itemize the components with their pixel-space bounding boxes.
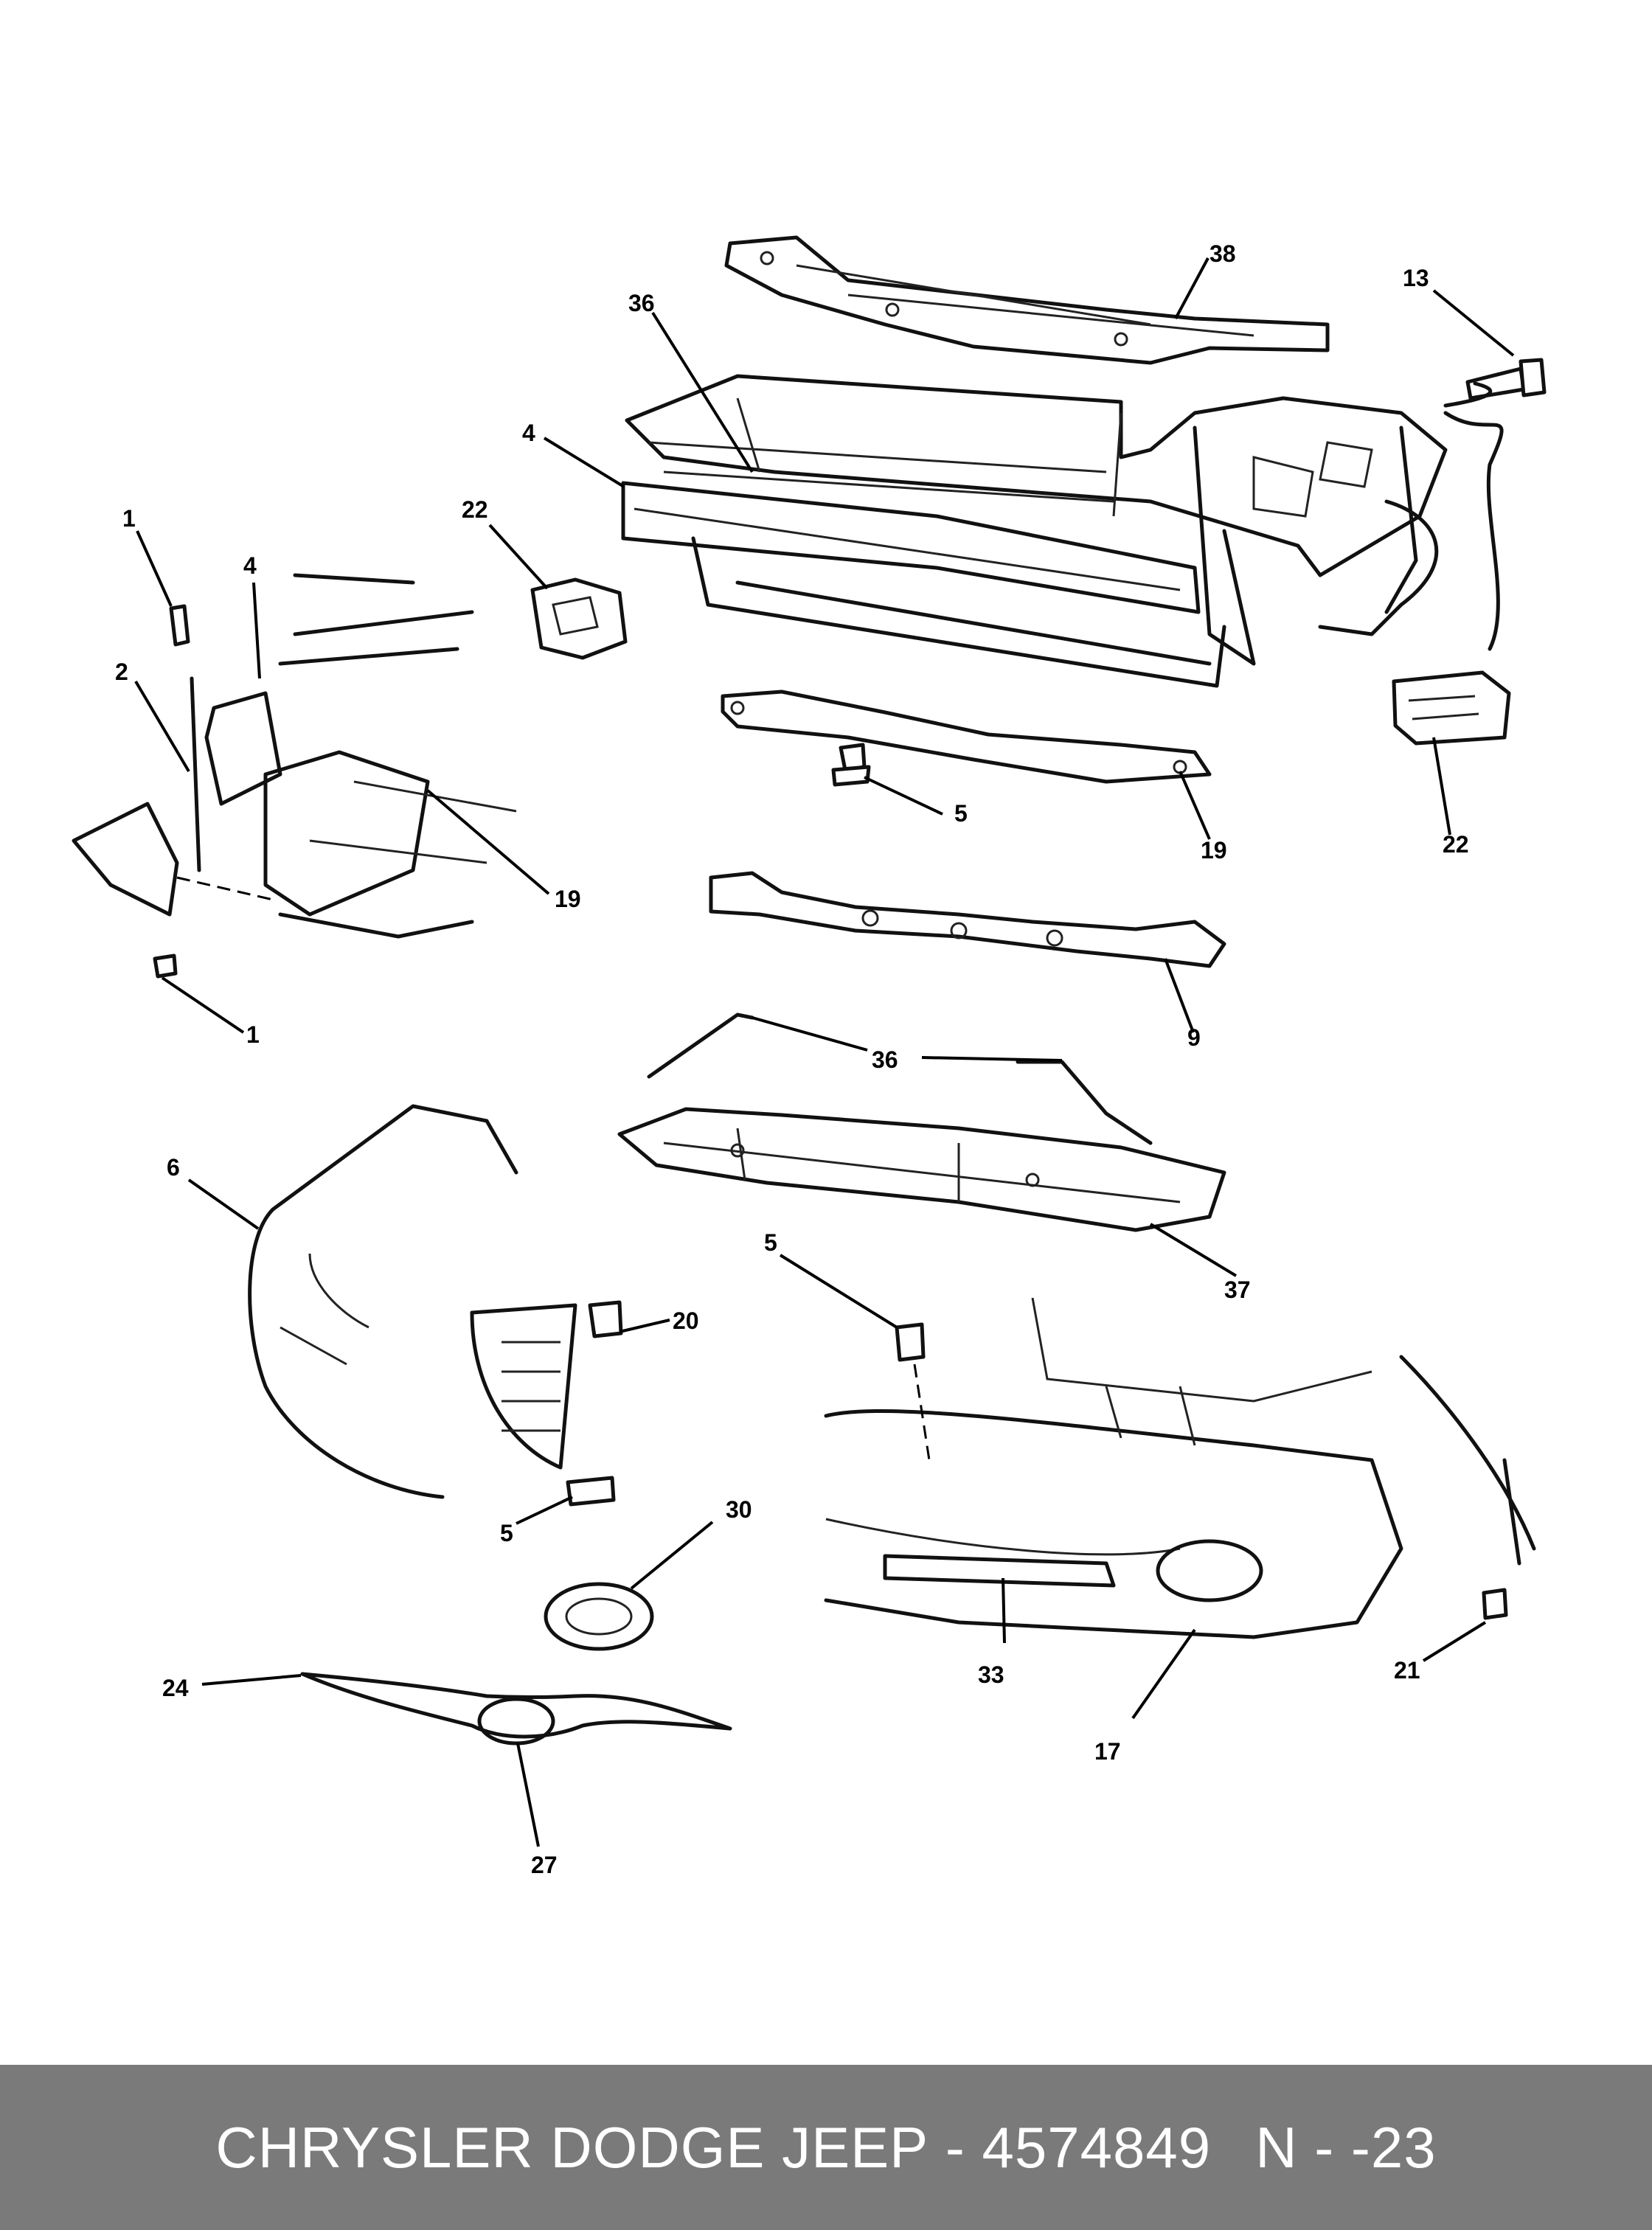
parts-diagram: 38 36 13 4 22 1 4 2 5 19 22 19 1 9 36 6 …: [72, 235, 1547, 1878]
emblem-30: [544, 1582, 654, 1651]
lower-pan-37: [617, 1107, 1226, 1232]
callout-27: 27: [531, 1852, 558, 1878]
radiator-support-structure: [625, 374, 1504, 666]
callout-6: 6: [167, 1154, 180, 1181]
callout-13: 13: [1403, 265, 1429, 291]
callout-1-top: 1: [122, 505, 136, 532]
callout-36-mid: 36: [872, 1046, 898, 1073]
callout-37: 37: [1224, 1276, 1251, 1303]
push-clip-5-upper: [831, 743, 871, 787]
callout-19-left: 19: [555, 886, 581, 912]
footer-banner: CHRYSLER DODGE JEEP - 4574849 N - -23: [0, 2065, 1652, 2230]
front-fascia-17: [824, 1297, 1536, 1639]
callout-5-left: 5: [500, 1520, 513, 1546]
callout-22-right: 22: [1443, 831, 1469, 858]
bumper-isolator-22-right: [1392, 670, 1511, 746]
support-rod-36-left: [647, 1012, 754, 1079]
upper-closure-panel-38: [724, 235, 1330, 365]
callout-labels: 38 36 13 4 22 1 4 2 5 19 22 19 1 9 36 6 …: [115, 240, 1469, 1878]
bracket-9: [709, 871, 1226, 968]
wing-emblem-24: [300, 1672, 732, 1746]
support-rod-36-right: [1016, 1060, 1153, 1145]
bumper-isolator-22-left: [530, 577, 628, 660]
footer-part-number: 4574849: [982, 2114, 1212, 2180]
bumper-reinforcement-4: [621, 481, 1226, 688]
callout-30: 30: [726, 1496, 752, 1523]
callout-20: 20: [673, 1307, 699, 1334]
callout-1-bottom: 1: [246, 1021, 260, 1048]
callout-21: 21: [1394, 1657, 1420, 1684]
callout-4-left: 4: [243, 552, 257, 579]
callout-17: 17: [1094, 1738, 1121, 1765]
callout-22-left: 22: [462, 496, 488, 523]
footer-dash: -: [945, 2114, 965, 2180]
footer-ref-code: N - -23: [1255, 2114, 1437, 2180]
left-inset-shield-assembly: [72, 573, 517, 979]
push-pin-13: [1465, 358, 1547, 400]
callout-33: 33: [978, 1661, 1004, 1688]
callout-9: 9: [1187, 1024, 1201, 1051]
callout-24: 24: [162, 1675, 189, 1701]
callout-19-main: 19: [1201, 837, 1227, 864]
callout-36-top: 36: [628, 290, 655, 316]
callout-5-upper: 5: [954, 800, 968, 827]
callout-5-fascia: 5: [764, 1229, 777, 1256]
callout-4-main: 4: [522, 420, 535, 446]
bracket-19: [721, 690, 1212, 784]
leader-lines: [134, 257, 1515, 1847]
footer-brand: CHRYSLER DODGE JEEP: [215, 2114, 929, 2180]
left-inset-fascia-end: [248, 1104, 623, 1507]
callout-38: 38: [1210, 240, 1236, 267]
callout-2: 2: [115, 659, 128, 685]
